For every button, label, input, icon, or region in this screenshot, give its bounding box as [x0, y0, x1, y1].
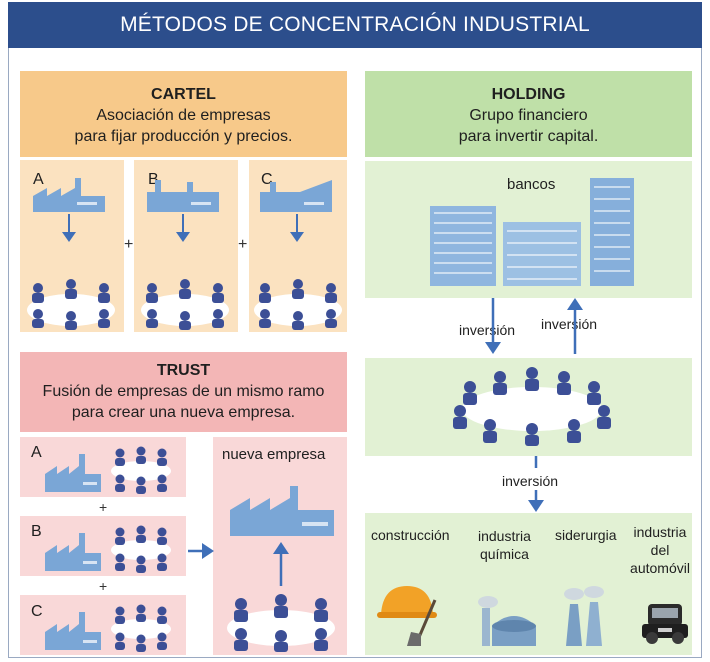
cartel-company-a-label: A	[33, 171, 44, 188]
bank-building-2-icon	[503, 222, 581, 286]
holding-banks-label: bancos	[507, 176, 556, 193]
cartel-arrow-b-icon	[176, 214, 190, 242]
investment-down-arrow-icon	[485, 298, 501, 354]
sector-auto-line2: del	[650, 542, 670, 558]
sector-steel-label: siderurgia	[555, 527, 617, 543]
cartel-meeting-c-icon	[254, 279, 342, 330]
trust-header: TRUST Fusión de empresas de un mismo ram…	[20, 360, 347, 423]
trust-title: TRUST	[156, 362, 211, 379]
investment-sectors-label: inversión	[502, 473, 559, 489]
bank-building-1-icon	[430, 206, 496, 286]
trust-description-line2: para crear una nueva empresa.	[71, 404, 296, 421]
trust-factory-b-icon	[45, 533, 101, 571]
sector-chemical-label: industria química	[478, 527, 531, 563]
trust-merge-arrow-icon	[188, 543, 214, 559]
steel-mill-icon	[564, 586, 604, 646]
trust-group-a-icon	[111, 446, 171, 494]
page-title: MÉTODOS DE CONCENTRACIÓN INDUSTRIAL	[8, 2, 702, 48]
cartel-header: CARTEL Asociación de empresas para fijar…	[20, 84, 347, 147]
sector-auto-line1: industria	[633, 524, 687, 540]
sector-auto-label: industria del automóvil	[628, 523, 692, 577]
trust-new-group-icon	[227, 594, 335, 652]
investment-sectors-arrow-icon	[528, 456, 544, 512]
sector-construction-label: construcción	[371, 527, 450, 543]
investment-down-label: inversión	[459, 322, 516, 338]
construction-helmet-icon	[377, 586, 437, 646]
cartel-factory-c-icon	[260, 180, 332, 212]
trust-group-b-icon	[111, 525, 171, 573]
holding-description-line2: para invertir capital.	[458, 128, 599, 145]
trust-plus-2: +	[99, 578, 108, 594]
sector-auto-line3: automóvil	[630, 560, 690, 576]
cartel-meeting-b-icon	[141, 279, 229, 330]
trust-description-line1: Fusión de empresas de un mismo ramo	[42, 383, 325, 400]
trust-factory-c-icon	[45, 612, 101, 650]
investment-up-arrow-icon	[567, 298, 583, 354]
trust-new-company-label: nueva empresa	[222, 446, 326, 463]
trust-factory-a-icon	[45, 454, 101, 492]
automobile-icon	[642, 604, 688, 644]
chemical-plant-icon	[478, 596, 536, 646]
cartel-description-line1: Asociación de empresas	[96, 107, 271, 124]
trust-company-c-label: C	[31, 603, 43, 620]
cartel-arrow-c-icon	[290, 214, 304, 242]
cartel-factory-b-icon	[147, 180, 219, 212]
holding-description-line1: Grupo financiero	[469, 107, 588, 124]
cartel-arrow-a-icon	[62, 214, 76, 242]
cartel-meeting-a-icon	[27, 279, 115, 330]
cartel-factory-a-icon	[33, 178, 105, 212]
cartel-description-line2: para fijar producción y precios.	[74, 128, 293, 145]
cartel-company-b-label: B	[148, 171, 159, 188]
holding-header: HOLDING Grupo financiero para invertir c…	[365, 84, 692, 147]
trust-group-c-icon	[111, 604, 171, 652]
trust-new-factory-icon	[230, 486, 334, 536]
holding-group-icon	[453, 367, 611, 446]
cartel-title: CARTEL	[151, 86, 216, 103]
trust-up-arrow-icon	[273, 542, 289, 586]
trust-company-b-label: B	[31, 523, 42, 540]
sector-chemical-line2: química	[479, 546, 529, 562]
trust-plus-1: +	[99, 499, 108, 515]
cartel-plus-1: +	[124, 236, 134, 253]
holding-title: HOLDING	[491, 86, 566, 103]
trust-header-bg	[20, 352, 347, 432]
trust-company-a-label: A	[31, 444, 42, 461]
cartel-company-c-label: C	[261, 171, 273, 188]
holding-header-bg	[365, 71, 692, 157]
investment-up-label: inversión	[541, 316, 598, 332]
cartel-plus-2: +	[238, 236, 248, 253]
sector-chemical-line1: industria	[478, 528, 531, 544]
cartel-header-bg	[20, 71, 347, 157]
bank-building-3-icon	[590, 178, 634, 286]
